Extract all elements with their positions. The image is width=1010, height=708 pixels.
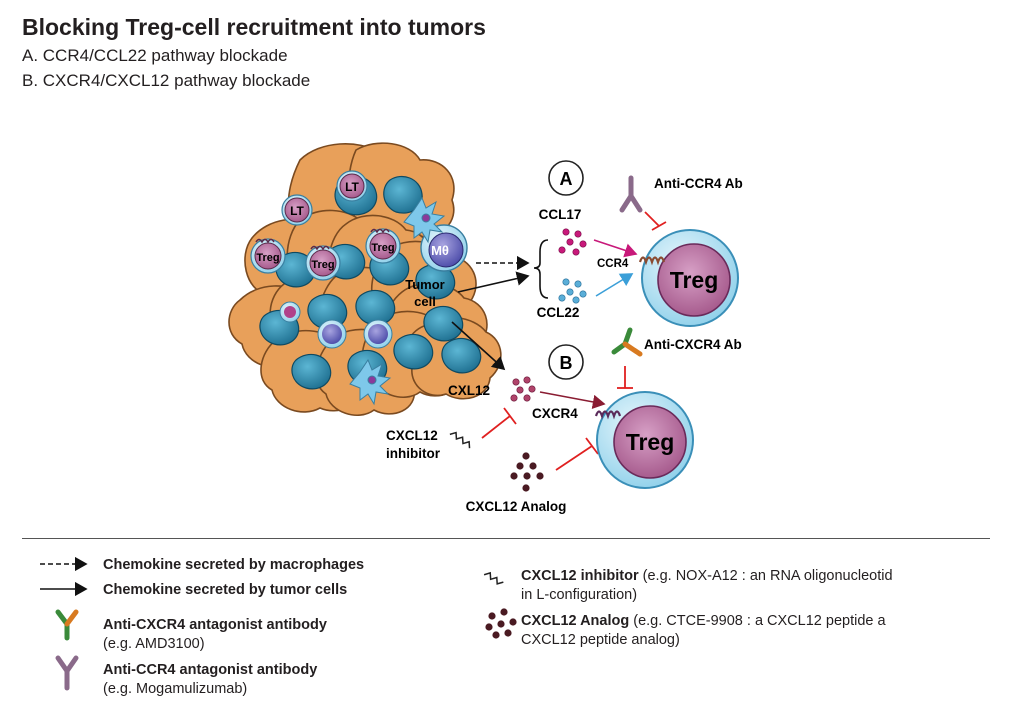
legend-analog-text: CXCL12 Analog (e.g. CTCE-9908 : a CXCL12…	[521, 613, 886, 648]
treg-cell: Treg	[365, 228, 401, 264]
treg-label: Treg	[626, 429, 675, 455]
inhibitor-icon	[449, 431, 471, 449]
panel-a-marker: A	[560, 169, 573, 189]
subtitle-a: A. CCR4/CCL22 pathway blockade	[22, 46, 288, 65]
legend-analog-icon	[485, 608, 517, 639]
legend-anti-ccr4-icon	[55, 655, 79, 691]
panel-a: A CCL17 CCL22 CCR4 Anti-CCR4 Ab Treg	[537, 160, 743, 327]
chemokine-bracket	[533, 239, 549, 299]
legend-anti-cxcr4-text: Anti-CXCR4 antagonist antibody(e.g. AMD3…	[103, 617, 327, 652]
legend-divider	[22, 538, 990, 539]
ccl17-arrow	[593, 239, 638, 258]
legend-anti-ccr4-text: Anti-CCR4 antagonist antibody(e.g. Mogam…	[103, 662, 318, 697]
lt-cells: LT LT	[281, 170, 368, 226]
inhibition-ccr4	[644, 211, 667, 231]
tumor-mass: LT LT Treg Treg	[228, 142, 502, 416]
anti-ccr4-ab-icon	[619, 175, 643, 213]
treg-label: Treg	[311, 259, 334, 271]
treg-cell: Treg	[305, 245, 341, 281]
panel-b: B Anti-CXCR4 Ab CXL12 CXCR4 CXCL12 inhib…	[386, 327, 742, 514]
macrophage-label: Mθ	[431, 243, 449, 258]
lt-cell: LT	[281, 194, 313, 226]
panel-b-marker: B	[560, 353, 573, 373]
inhibitor-label-line2: inhibitor	[386, 446, 441, 461]
immune-cells-small	[279, 301, 393, 349]
diagram: LT LT Treg Treg	[228, 142, 743, 514]
treg-cell-b: Treg	[594, 391, 694, 489]
ccl22-dots	[558, 278, 587, 304]
ccl22-arrow	[595, 273, 634, 297]
svg-text:Tumor: Tumor	[405, 277, 444, 292]
ccl17-label: CCL17	[539, 207, 582, 222]
legend-inhibitor-text: CXCL12 inhibitor (e.g. NOX-A12 : an RNA …	[521, 568, 893, 603]
analog-inhibit-line	[555, 445, 593, 471]
svg-text:cell: cell	[414, 294, 436, 309]
lt-label: LT	[345, 180, 359, 194]
cxl12-label: CXL12	[448, 383, 490, 398]
solid-arrow-a	[457, 271, 530, 293]
ccl22-label: CCL22	[537, 305, 580, 320]
inhibition-cxcr4	[617, 366, 633, 389]
inhibitor-label-line1: CXCL12	[386, 428, 438, 443]
anti-cxcr4-label: Anti-CXCR4 Ab	[644, 337, 742, 352]
cxcl12-arrow	[539, 391, 606, 410]
treg-cells-in-tumor: Treg Treg Treg	[250, 228, 401, 281]
analog-dots	[510, 452, 544, 492]
anti-ccr4-label: Anti-CCR4 Ab	[654, 176, 743, 191]
cxcl12-dots	[510, 376, 536, 402]
solid-arrow-b	[451, 321, 506, 371]
subtitle-b: B. CXCR4/CXCL12 pathway blockade	[22, 71, 311, 90]
dendritic-cells	[349, 196, 446, 406]
lt-label: LT	[290, 204, 304, 218]
legend-dashed-text: Chemokine secreted by macrophages	[103, 557, 365, 573]
inhibition-cxcl12	[481, 407, 517, 439]
legend-inhibitor-icon	[483, 571, 504, 585]
anti-cxcr4-ab-icon	[611, 327, 643, 357]
legend-solid-text: Chemokine secreted by tumor cells	[103, 582, 348, 598]
legend-icons	[40, 556, 517, 691]
treg-label: Treg	[371, 242, 394, 254]
analog-inhibit-bar	[585, 437, 599, 455]
macrophage: Mθ	[420, 224, 468, 272]
lt-cell: LT	[336, 170, 368, 202]
treg-label: Treg	[256, 252, 279, 264]
treg-label: Treg	[670, 267, 719, 293]
treg-cell: Treg	[250, 238, 286, 274]
cxcr4-receptor-icon	[594, 410, 622, 420]
analog-label: CXCL12 Analog	[466, 499, 567, 514]
ccl17-dots	[558, 228, 587, 256]
cxcr4-label: CXCR4	[532, 406, 578, 421]
treg-cell-a: Treg	[638, 229, 739, 327]
tumor-cell-label: Tumor cell	[405, 277, 444, 309]
legend-anti-cxcr4-icon	[55, 609, 79, 641]
ccr4-label: CCR4	[597, 258, 629, 270]
ccr4-receptor-icon	[638, 256, 666, 266]
figure-title: Blocking Treg-cell recruitment into tumo…	[22, 14, 486, 40]
